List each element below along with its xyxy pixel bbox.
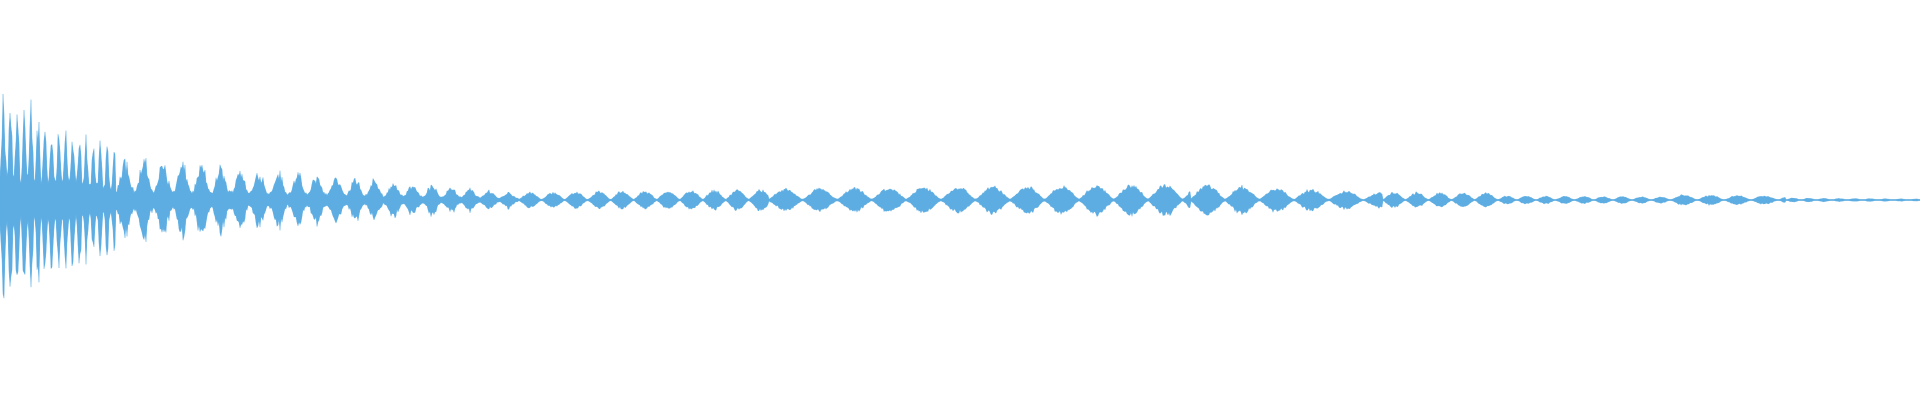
waveform-shape [0,93,1920,299]
